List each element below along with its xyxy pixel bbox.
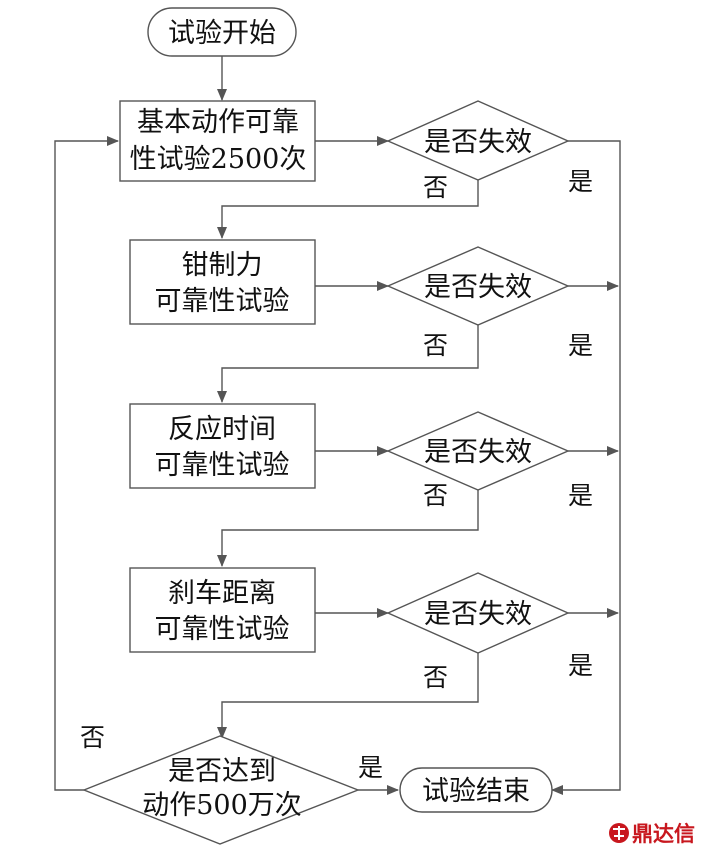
- edge-decision1-no: [217, 180, 479, 239]
- edge-decision3-no: [217, 490, 479, 567]
- step-reaction-time-test: 反应时间 可靠性试验: [129, 403, 316, 489]
- decision-reached-5-million: 是否达到 动作500万次: [82, 735, 360, 845]
- step4-line1: 刹车距离: [168, 578, 276, 609]
- step3-line2: 可靠性试验: [155, 450, 290, 481]
- start-label: 试验开始: [168, 18, 276, 49]
- decision2-no-label: 否: [423, 331, 448, 360]
- decision1-yes-label: 是: [568, 167, 593, 196]
- edge-decision2-no: [217, 325, 479, 403]
- dingdaxin-logo-icon: [609, 823, 629, 843]
- decision4-label: 是否失效: [424, 599, 532, 630]
- decision3-label: 是否失效: [424, 437, 532, 468]
- edges: [54, 56, 621, 795]
- edge-decision4-no: [217, 653, 479, 739]
- loop-check-yes-label: 是: [358, 753, 383, 782]
- decision-failure-4: 是否失效: [386, 572, 570, 654]
- decision4-no-label: 否: [423, 663, 448, 692]
- start-node: 试验开始: [147, 7, 297, 57]
- decision-failure-1: 是否失效: [386, 100, 570, 181]
- loop-check-no-label: 否: [80, 723, 105, 752]
- step2-line1: 钳制力: [182, 250, 263, 281]
- decision2-label: 是否失效: [424, 272, 532, 303]
- decision-failure-2: 是否失效: [386, 246, 570, 326]
- decision3-no-label: 否: [423, 481, 448, 510]
- logo-text: 鼎达信: [632, 822, 695, 846]
- edge-loop-no-back: [54, 136, 119, 791]
- step-basic-action-test: 基本动作可靠 性试验2500次: [119, 100, 316, 182]
- step4-line2: 可靠性试验: [155, 614, 290, 645]
- step2-line2: 可靠性试验: [155, 286, 290, 317]
- step3-line1: 反应时间: [168, 414, 276, 445]
- step-braking-distance-test: 刹车距离 可靠性试验: [129, 567, 316, 653]
- decision-failure-3: 是否失效: [386, 411, 570, 491]
- decision1-no-label: 否: [423, 173, 448, 202]
- step1-line2: 性试验2500次: [130, 144, 307, 175]
- decision2-yes-label: 是: [568, 331, 593, 360]
- loop-check-line2: 动作500万次: [142, 790, 302, 821]
- step1-line1: 基本动作可靠: [137, 107, 299, 138]
- decision4-yes-label: 是: [568, 651, 593, 680]
- decision1-label: 是否失效: [424, 127, 532, 158]
- edge-decision1-yes: [551, 140, 621, 795]
- end-node: 试验结束: [399, 767, 553, 813]
- brand-logo: 鼎达信: [609, 822, 695, 846]
- decision3-yes-label: 是: [568, 481, 593, 510]
- end-label: 试验结束: [422, 776, 530, 807]
- step-clamping-force-test: 钳制力 可靠性试验: [129, 239, 316, 325]
- loop-check-line1: 是否达到: [168, 756, 276, 787]
